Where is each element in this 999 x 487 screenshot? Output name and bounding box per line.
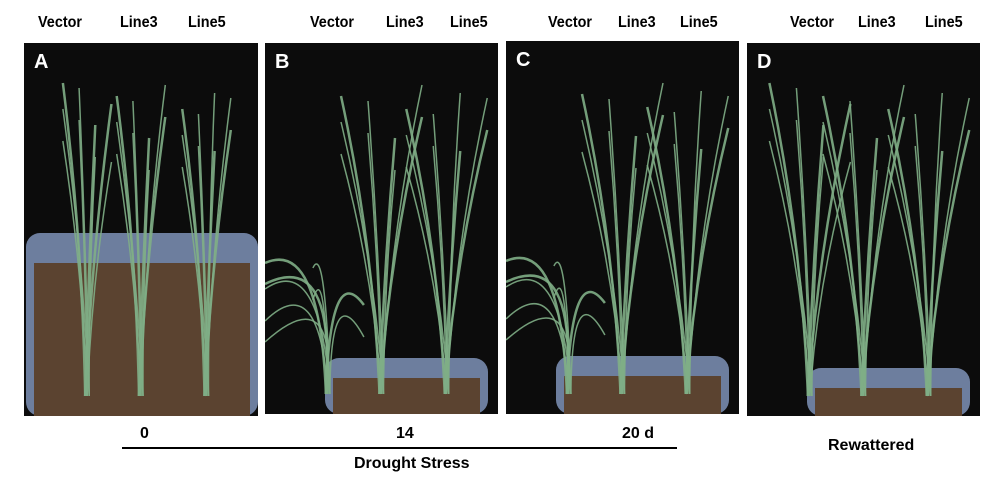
leaf-blade <box>570 314 606 395</box>
panel-label-b: B <box>275 51 290 73</box>
panel-a-photo: A <box>24 43 258 416</box>
plant-illustration <box>768 82 971 416</box>
leaf-blade <box>115 121 144 397</box>
header-line3-b: Line3 <box>386 14 424 31</box>
soil <box>564 376 721 414</box>
leaf-blade <box>62 108 90 397</box>
leaf-blade <box>203 150 216 397</box>
leaf-blade <box>768 82 810 397</box>
header-line5-a: Line5 <box>188 14 226 31</box>
header-line5-c: Line5 <box>680 14 718 31</box>
soil <box>333 378 480 414</box>
leaf-blade <box>646 106 687 395</box>
leaf-blade <box>137 137 151 397</box>
leaf-blade <box>809 161 852 397</box>
time-label-20d: 20 d <box>622 425 655 442</box>
plant-illustration <box>265 84 489 414</box>
header-vector-a: Vector <box>38 14 83 31</box>
leaf-blade <box>265 280 331 395</box>
leaf-blade <box>887 108 928 397</box>
panel-label-d: D <box>757 51 772 73</box>
panel-label-a: A <box>34 51 49 73</box>
leaf-blade <box>887 166 930 397</box>
leaf-blade <box>140 84 167 397</box>
leaf-blade <box>506 278 572 395</box>
leaf-blade <box>265 318 330 395</box>
soil <box>815 388 962 416</box>
header-line5-d: Line5 <box>925 14 963 31</box>
leaf-blade <box>83 124 97 397</box>
leaf-blade <box>181 134 210 397</box>
plant-illustration <box>26 82 258 416</box>
leaf-blade <box>822 153 865 397</box>
leaf-blade <box>340 121 385 395</box>
panel-label-c: C <box>516 49 531 71</box>
leaf-blade <box>339 95 381 395</box>
leaf-blade <box>646 164 689 395</box>
panel-c-photo: C <box>506 41 739 414</box>
header-line3-c: Line3 <box>618 14 656 31</box>
leaf-blade <box>686 95 729 395</box>
header-vector-c: Vector <box>548 14 593 31</box>
leaf-blade <box>581 151 624 395</box>
leaf-blade <box>405 108 446 395</box>
leaf-blade <box>329 315 365 395</box>
leaf-blade <box>822 121 867 397</box>
leaf-blade <box>581 119 626 395</box>
rewatered-label: Rewattered <box>828 437 915 454</box>
drought-stress-label: Drought Stress <box>354 455 470 472</box>
header-line5-b: Line5 <box>450 14 488 31</box>
plant-illustration <box>506 82 730 414</box>
leaf-blade <box>265 304 329 395</box>
leaf-blade <box>768 108 813 397</box>
leaf-blade <box>506 302 570 395</box>
header-line3-a: Line3 <box>120 14 158 31</box>
leaf-blade <box>580 93 622 395</box>
leaf-blade <box>927 97 970 397</box>
leaf-blade <box>768 140 811 397</box>
leaf-blade <box>265 276 329 395</box>
leaf-blade <box>821 95 863 397</box>
time-label-14: 14 <box>396 425 414 442</box>
leaf-blade <box>86 161 113 397</box>
header-vector-d: Vector <box>790 14 835 31</box>
leaf-blade <box>405 166 448 395</box>
header-line3-d: Line3 <box>858 14 896 31</box>
time-label-0: 0 <box>140 425 149 442</box>
leaf-blade <box>445 97 488 395</box>
leaf-blade <box>887 134 932 397</box>
leaf-blade <box>405 134 450 395</box>
drought-bracket-line <box>122 447 677 449</box>
leaf-blade <box>78 87 90 397</box>
leaf-blade <box>340 153 383 395</box>
leaf-blade <box>506 317 571 395</box>
leaf-blade <box>621 82 664 395</box>
leaf-blade <box>205 97 232 397</box>
leaf-blade <box>862 84 905 397</box>
leaf-blade <box>646 132 691 395</box>
panel-b-photo: B <box>265 43 498 414</box>
leaf-blade <box>380 84 423 395</box>
panel-d-photo: D <box>747 43 980 416</box>
header-vector-b: Vector <box>310 14 355 31</box>
